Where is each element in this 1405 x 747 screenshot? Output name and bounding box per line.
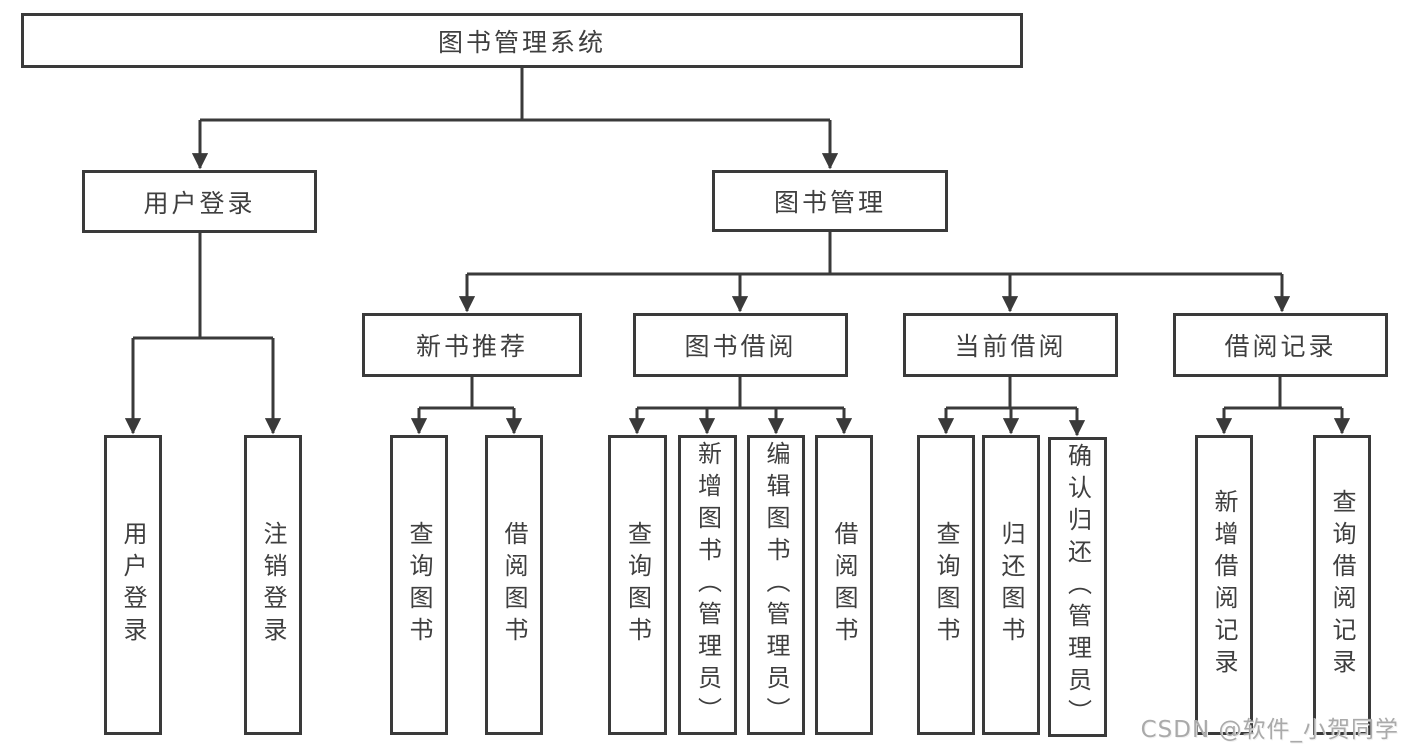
node-leaf-logout: 注销登录 — [244, 435, 302, 735]
node-book-management: 图书管理 — [712, 170, 948, 232]
node-borrow-record: 借阅记录 — [1173, 313, 1388, 377]
node-current-borrow: 当前借阅 — [903, 313, 1118, 377]
node-leaf-current-confirm-return: 确认归还（管理员） — [1048, 437, 1107, 737]
leaf-label: 查询借阅记录 — [1328, 489, 1356, 681]
leaf-label: 新增图书（管理员） — [693, 441, 722, 729]
node-leaf-borrow-edit-books: 编辑图书（管理员） — [747, 435, 805, 735]
node-leaf-user-login: 用户登录 — [104, 435, 162, 735]
leaf-label: 借阅图书 — [500, 521, 528, 649]
csdn-watermark: CSDN @软件_小贺同学 — [1140, 717, 1399, 743]
node-user-login: 用户登录 — [82, 170, 317, 233]
leaf-label: 查询图书 — [932, 521, 960, 649]
leaf-label: 查询图书 — [405, 521, 433, 649]
node-leaf-current-query-books: 查询图书 — [917, 435, 975, 735]
leaf-label: 新增借阅记录 — [1210, 489, 1238, 681]
node-leaf-recommend-borrow-books: 借阅图书 — [485, 435, 543, 735]
node-book-borrow: 图书借阅 — [633, 313, 848, 377]
leaf-label: 查询图书 — [623, 521, 652, 649]
leaf-label: 确认归还（管理员） — [1063, 443, 1092, 731]
leaf-label: 编辑图书（管理员） — [762, 441, 790, 729]
leaf-label: 用户登录 — [119, 521, 147, 649]
node-leaf-borrow-query-books: 查询图书 — [608, 435, 667, 735]
node-leaf-borrow-add-books: 新增图书（管理员） — [678, 435, 737, 735]
node-new-book-recommend: 新书推荐 — [362, 313, 582, 377]
node-leaf-record-add-record: 新增借阅记录 — [1195, 435, 1253, 735]
node-leaf-borrow-borrow-books: 借阅图书 — [815, 435, 873, 735]
node-leaf-current-return-books: 归还图书 — [982, 435, 1040, 735]
leaf-label: 借阅图书 — [830, 521, 858, 649]
node-root: 图书管理系统 — [21, 13, 1023, 68]
node-leaf-recommend-query-books: 查询图书 — [390, 435, 448, 735]
leaf-label: 注销登录 — [259, 521, 287, 649]
node-leaf-record-query-record: 查询借阅记录 — [1313, 435, 1371, 735]
leaf-label: 归还图书 — [997, 521, 1025, 649]
